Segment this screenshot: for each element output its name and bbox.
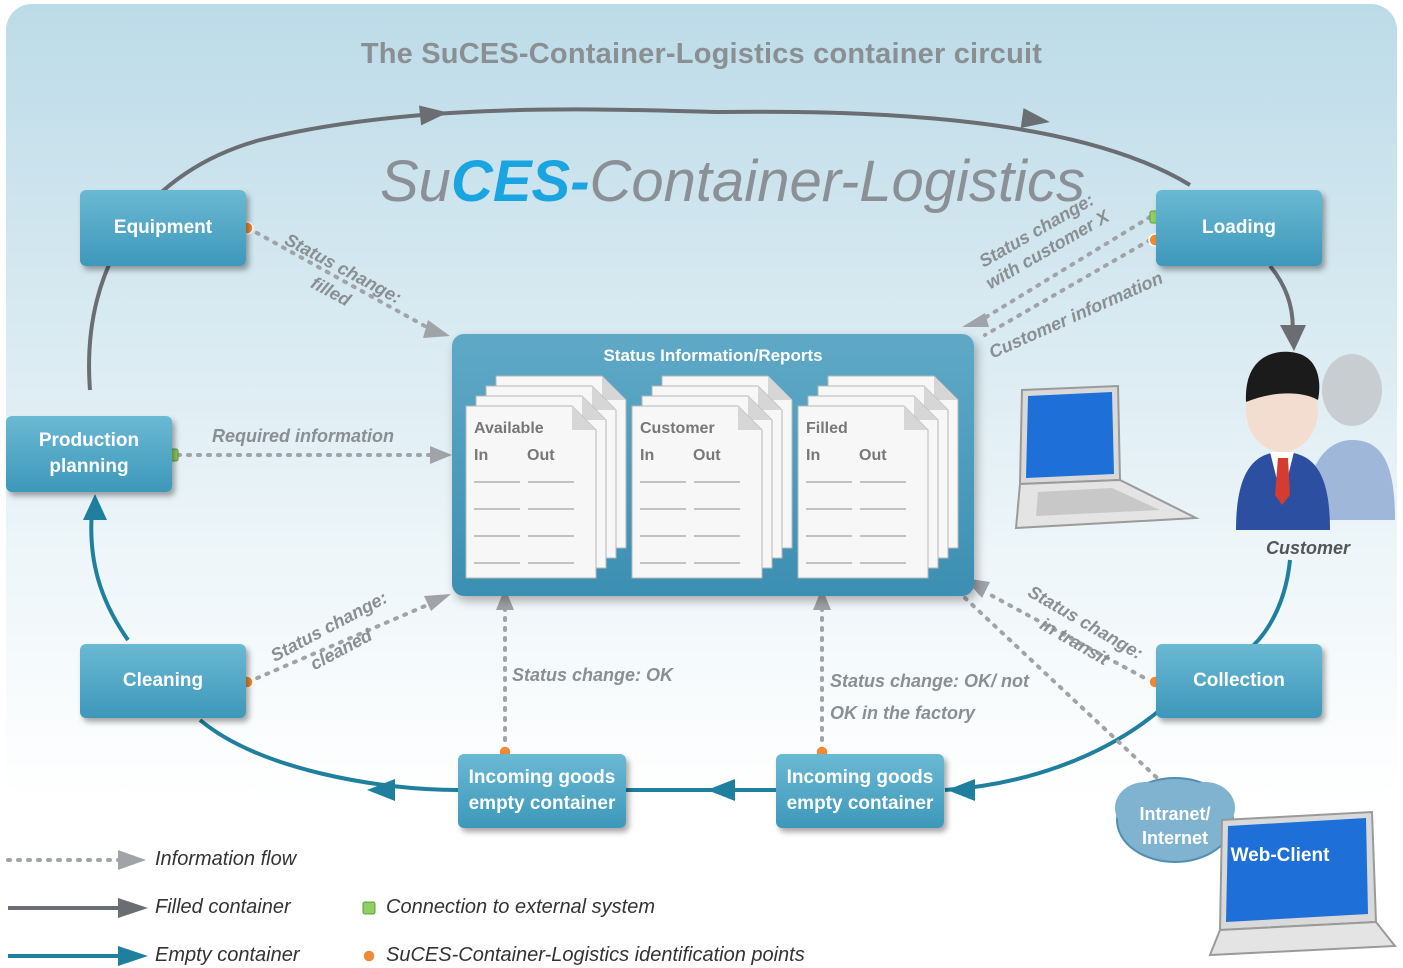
filled-arrow-3: [1280, 325, 1306, 351]
legend-filled: Filled container: [155, 896, 291, 918]
info-arrow-loading: [962, 313, 989, 327]
doc-available-out: Out: [527, 447, 555, 464]
empty-arrow-2: [707, 779, 735, 801]
legend-filled-arrow: [118, 898, 148, 918]
legend-info-flow: Information flow: [155, 848, 297, 870]
node-production-label: Production planning: [38, 430, 140, 477]
doc-sheet-customer: [631, 405, 763, 579]
info-flow-collection: [983, 590, 1154, 684]
info-arrow-production: [430, 446, 452, 464]
info-flow-cleaning: [246, 601, 434, 684]
label-status-ok: Status change: OK: [512, 665, 674, 685]
empty-arrow-1: [947, 779, 975, 801]
empty-line-bottom-left: [198, 718, 459, 792]
node-cleaning-label: Cleaning: [122, 670, 204, 691]
doc-customer-out: Out: [693, 447, 721, 464]
filled-arrow-2: [1020, 108, 1050, 128]
suces-logo: SuCES-Container-Logistics: [380, 148, 1085, 215]
node-collection: Collection: [1156, 644, 1322, 718]
empty-arrow-4: [83, 494, 107, 520]
info-flow-loading-1: [976, 215, 1152, 324]
node-cleaning: Cleaning: [80, 644, 246, 718]
legend-ident: SuCES-Container-Logistics identification…: [386, 944, 805, 966]
node-incoming-left-label: Incoming goods empty container: [468, 767, 616, 814]
node-incoming-left: Incoming goods empty container: [458, 754, 626, 828]
intranet-label: Intranet/ Internet: [1128, 798, 1222, 854]
legend-info-arrow: [118, 850, 146, 870]
node-equipment-label: Equipment: [113, 217, 213, 238]
doc-available-in: In: [474, 447, 489, 464]
node-loading-label: Loading: [1202, 217, 1276, 238]
customer-icon: [1236, 351, 1395, 530]
info-flow-loading-2: [983, 238, 1152, 337]
doc-filled-in: In: [806, 447, 821, 464]
doc-sheet-available: [465, 405, 597, 579]
legend-empty-arrow: [118, 946, 148, 966]
doc-filled-title: Filled: [806, 420, 848, 437]
legend-external-point: [362, 901, 376, 915]
node-collection-label: Collection: [1193, 670, 1285, 691]
node-incoming-right: Incoming goods empty container: [776, 754, 944, 828]
logo-highlight: CES-: [450, 149, 590, 214]
empty-line-left: [89, 509, 130, 642]
info-flow-web: [963, 596, 1172, 792]
diagram-title: The SuCES-Container-Logistics container …: [360, 38, 1043, 70]
node-equipment: Equipment: [80, 190, 246, 266]
legend-external: Connection to external system: [386, 896, 656, 918]
logo-prefix: Su: [380, 149, 451, 214]
web-client-text: Web-Client: [1230, 845, 1330, 866]
node-production-planning: Production planning: [6, 416, 172, 492]
node-incoming-right-label: Incoming goods empty container: [786, 767, 934, 814]
web-client-label: Web-Client: [1222, 836, 1338, 876]
doc-customer-in: In: [640, 447, 655, 464]
doc-filled-out: Out: [859, 447, 887, 464]
label-customer: Customer: [1266, 538, 1351, 558]
filled-arrow-1: [419, 105, 448, 126]
intranet-text: Intranet/ Internet: [1139, 804, 1211, 848]
doc-sheet-filled: [797, 405, 929, 579]
web-client-laptop-icon: [1208, 810, 1397, 957]
doc-customer-title: Customer: [640, 420, 715, 437]
logo-suffix: Container-Logistics: [589, 149, 1085, 214]
status-panel-title: Status Information/Reports: [603, 346, 823, 365]
info-arrow-incoming-left: [496, 588, 514, 610]
info-arrow-cleaning: [424, 594, 451, 611]
legend-empty: Empty container: [155, 944, 300, 966]
node-loading: Loading: [1156, 190, 1322, 266]
empty-arrow-3: [367, 779, 395, 801]
label-required-info: Required information: [212, 426, 395, 446]
laptop-icon: [1014, 384, 1200, 530]
info-arrow-equipment: [423, 320, 450, 338]
label-status-ok-not: Status change: OK/ not OK in the factory: [830, 671, 1030, 723]
doc-available-title: Available: [474, 420, 544, 437]
info-arrow-incoming-right: [813, 588, 831, 610]
legend-ident-point: [362, 949, 376, 963]
